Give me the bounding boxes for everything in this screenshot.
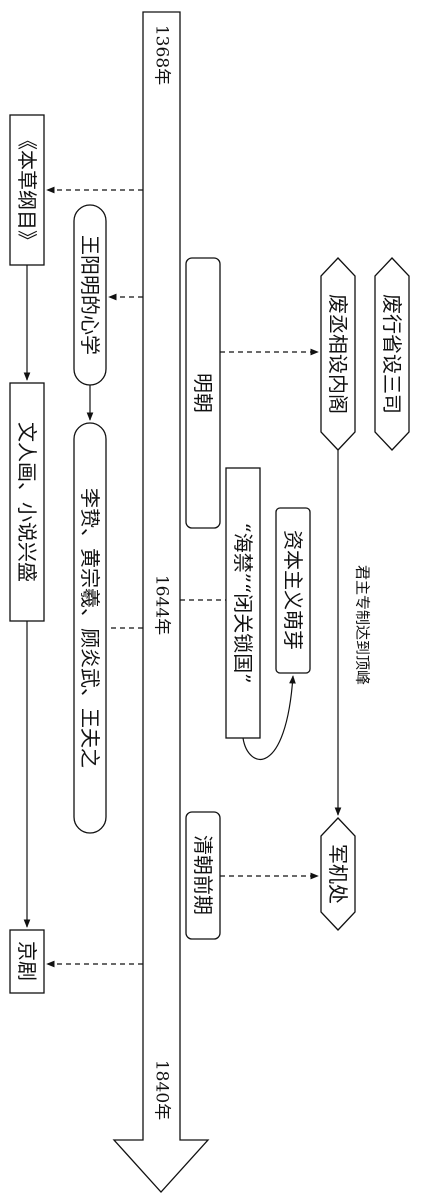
wangyangming-label: 王阳明的心学 xyxy=(78,235,102,355)
capitalism-label: 资本主义萌芽 xyxy=(281,530,305,650)
qing-label: 清朝前期 xyxy=(191,835,215,915)
thinkers-label: 李贽、黄宗羲、顾炎武、王夫之 xyxy=(78,488,102,768)
wenrenhua-label: 文人画、小说兴盛 xyxy=(15,422,39,582)
year-1644-label: 1644年 xyxy=(151,574,172,636)
timeline-arrow xyxy=(112,11,210,1193)
peak-label: 君主专制达到顶峰 xyxy=(353,564,372,686)
ming-label: 明朝 xyxy=(191,373,215,413)
capitalism-box xyxy=(275,507,311,674)
ming-box xyxy=(185,257,221,529)
jingju-box xyxy=(9,929,45,994)
arrow-haijin-to-capitalism xyxy=(242,675,296,760)
feixing-label: 废行省设三司 xyxy=(380,294,404,414)
junjichu-hex xyxy=(320,817,356,931)
jingju-label: 京剧 xyxy=(15,941,39,981)
junjichu-label: 军机处 xyxy=(326,844,350,904)
haijin-box xyxy=(225,467,261,739)
feicheng-label: 废丞相设内阁 xyxy=(326,294,350,414)
bencao-label: 《本草纲目》 xyxy=(15,130,39,250)
feixing-hex xyxy=(374,257,410,451)
year-1840-label: 1840年 xyxy=(151,1059,172,1121)
haijin-label: “海禁”“闭关锁国” xyxy=(231,522,255,684)
wenrenhua-box xyxy=(9,382,45,622)
thinkers-box xyxy=(73,422,107,834)
year-1368-label: 1368年 xyxy=(151,24,172,86)
